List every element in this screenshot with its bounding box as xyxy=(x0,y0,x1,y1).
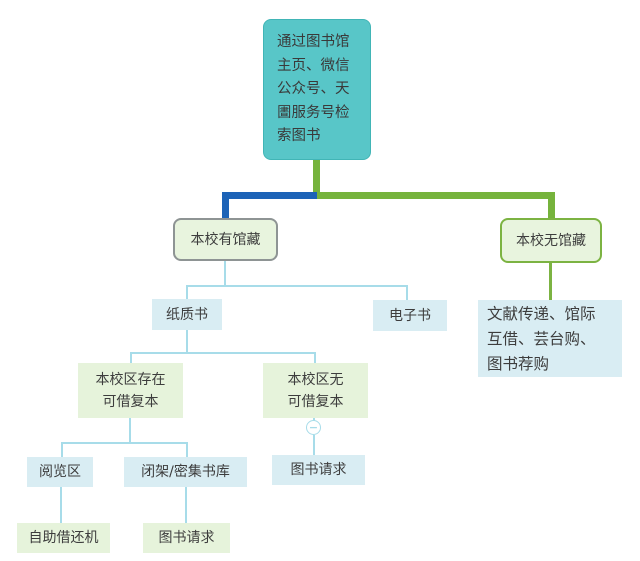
connector-stacks-down xyxy=(185,487,187,523)
node-ebook-label: 电子书 xyxy=(389,307,431,324)
connector-green-vertical xyxy=(548,196,555,218)
connector-to-paperbook xyxy=(186,286,188,299)
node-self-checkout-label: 自助借还机 xyxy=(28,530,99,546)
connector-hascopy-down xyxy=(129,418,131,443)
node-has-collection[interactable]: 本校有馆藏 xyxy=(173,218,278,261)
node-closed-stacks[interactable]: 闭架/密集书库 xyxy=(124,457,247,487)
node-book-request-no-copy[interactable]: 图书请求 xyxy=(272,455,365,485)
node-has-collection-label: 本校有馆藏 xyxy=(190,231,261,248)
node-has-copy-label: 本校区存在 可借复本 xyxy=(95,371,166,410)
connector-level4-rail xyxy=(61,442,188,444)
node-reading-area-label: 阅览区 xyxy=(39,464,81,480)
connector-to-ebook xyxy=(406,286,408,300)
connector-hascollection-down xyxy=(224,261,226,286)
connector-to-stacks xyxy=(186,443,188,457)
connector-nocopy-stub xyxy=(313,418,315,421)
node-book-request-stacks-label: 图书请求 xyxy=(158,530,215,546)
connector-paperbook-down xyxy=(186,330,188,353)
connector-to-nocopy xyxy=(314,353,316,363)
connector-level3-rail xyxy=(130,352,316,354)
connector-to-readingarea xyxy=(61,443,63,457)
node-paper-book[interactable]: 纸质书 xyxy=(152,299,222,330)
collapse-button[interactable]: − xyxy=(306,420,321,435)
connector-to-bookrequest xyxy=(313,435,315,455)
connector-blue-horizontal xyxy=(222,192,317,199)
node-root-label: 通过图书馆 主页、微信 公众号、天 圕服务号检 索图书 xyxy=(277,34,350,144)
connector-root-stem xyxy=(313,158,320,196)
node-delivery-options[interactable]: 文献传递、馆际 互借、芸台购、 图书荐购 xyxy=(478,300,622,377)
node-reading-area[interactable]: 阅览区 xyxy=(27,457,93,487)
connector-to-hascopy xyxy=(130,353,132,363)
node-no-copy[interactable]: 本校区无 可借复本 xyxy=(263,363,368,418)
node-no-collection-label: 本校无馆藏 xyxy=(516,232,586,249)
node-ebook[interactable]: 电子书 xyxy=(373,300,447,331)
connector-green-horizontal xyxy=(317,192,555,199)
node-no-collection[interactable]: 本校无馆藏 xyxy=(500,218,602,263)
node-delivery-options-label: 文献传递、馆际 互借、芸台购、 图书荐购 xyxy=(487,305,596,373)
node-book-request-stacks[interactable]: 图书请求 xyxy=(143,523,230,553)
node-book-request-no-copy-label: 图书请求 xyxy=(290,462,347,478)
node-has-copy[interactable]: 本校区存在 可借复本 xyxy=(78,363,183,418)
node-paper-book-label: 纸质书 xyxy=(166,306,208,323)
node-root[interactable]: 通过图书馆 主页、微信 公众号、天 圕服务号检 索图书 xyxy=(263,19,371,160)
node-self-checkout[interactable]: 自助借还机 xyxy=(17,523,110,553)
connector-readingarea-down xyxy=(60,487,62,523)
connector-nocollection-delivery xyxy=(549,263,552,300)
connector-blue-vertical xyxy=(222,196,229,218)
connector-level2-rail xyxy=(186,285,408,287)
minus-icon: − xyxy=(308,421,319,434)
node-no-copy-label: 本校区无 可借复本 xyxy=(287,371,344,410)
node-closed-stacks-label: 闭架/密集书库 xyxy=(141,464,230,480)
